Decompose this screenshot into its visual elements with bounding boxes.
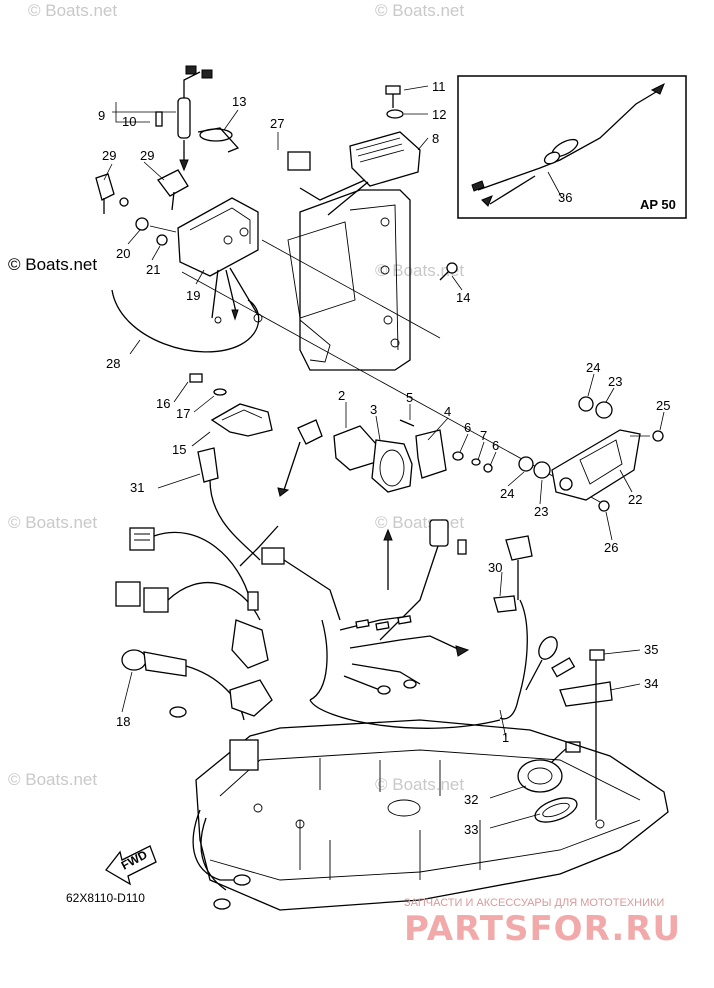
- watermark: © Boats.net: [375, 1, 464, 20]
- callout-3: 3: [370, 402, 377, 417]
- watermark: © Boats.net: [375, 513, 464, 532]
- callout-33: 33: [464, 822, 478, 837]
- callout-7: 7: [480, 428, 487, 443]
- callout-32: 32: [464, 792, 478, 807]
- callout-21: 21: [146, 262, 160, 277]
- watermark: © Boats.net: [8, 770, 97, 789]
- screws-top: [385, 85, 458, 281]
- callout-11: 11: [432, 79, 446, 94]
- callout-1: 1: [502, 730, 509, 745]
- cdi-unit: [177, 197, 263, 324]
- right-harness: [493, 535, 613, 823]
- callout-14: 14: [456, 290, 470, 305]
- callout-19: 19: [186, 288, 200, 303]
- watermark-dark: © Boats.net: [8, 255, 97, 274]
- callout-12: 12: [432, 107, 446, 122]
- callout-27: 27: [270, 116, 284, 131]
- callout-17: 17: [176, 406, 190, 421]
- callout-15: 15: [172, 442, 186, 457]
- leader-lines: [103, 85, 665, 829]
- callout-28: 28: [106, 356, 120, 371]
- wire-harness: [115, 447, 501, 729]
- watermark: © Boats.net: [28, 1, 117, 20]
- bottom-cowling: [192, 719, 669, 911]
- callout-6-lower: 6: [492, 438, 499, 453]
- callout-5: 5: [406, 390, 413, 405]
- starter-switch: [277, 419, 493, 497]
- callout-23-lower: 23: [534, 504, 548, 519]
- callout-35: 35: [644, 642, 658, 657]
- inset-box: AP 50: [457, 75, 687, 219]
- callout-24-upper: 24: [586, 360, 600, 375]
- rectifier-regulator: [287, 131, 421, 216]
- callout-16: 16: [156, 396, 170, 411]
- fwd-arrow: FWD: [105, 845, 157, 886]
- callout-13: 13: [232, 94, 246, 109]
- coil-parts: [95, 65, 260, 353]
- callout-22: 22: [628, 492, 642, 507]
- brand-name: PARTSFOR.RU: [404, 909, 681, 949]
- callout-9: 9: [98, 108, 105, 123]
- inset-label: AP 50: [640, 197, 676, 212]
- brand-tagline: ЗАПЧАСТИ И АКСЕССУАРЫ ДЛЯ МОТОТЕХНИКИ: [404, 897, 664, 909]
- callout-4: 4: [444, 404, 451, 419]
- callout-2: 2: [338, 388, 345, 403]
- callout-34: 34: [644, 676, 658, 691]
- callout-20: 20: [116, 246, 130, 261]
- callout-23-upper: 23: [608, 374, 622, 389]
- watermark-layer: © Boats.net © Boats.net © Boats.net © Bo…: [8, 1, 464, 794]
- callout-29-left: 29: [102, 148, 116, 163]
- clamp: [189, 373, 273, 437]
- watermark: © Boats.net: [375, 775, 464, 794]
- watermark: © Boats.net: [8, 513, 97, 532]
- diagram-code: 62X8110-D110: [66, 891, 145, 905]
- callout-18: 18: [116, 714, 130, 729]
- callout-25: 25: [656, 398, 670, 413]
- callout-8: 8: [432, 131, 439, 146]
- callout-36: 36: [558, 190, 572, 205]
- callout-labels: 9 10 13 27 11 12 8 29 29 20 21 19 14 28 …: [98, 79, 670, 837]
- callout-29-right: 29: [140, 148, 154, 163]
- callout-6-upper: 6: [464, 420, 471, 435]
- mount-bracket: [518, 396, 664, 512]
- callout-10: 10: [122, 114, 136, 129]
- watermark: © Boats.net: [375, 261, 464, 280]
- callout-24-lower: 24: [500, 486, 514, 501]
- callout-30: 30: [488, 560, 502, 575]
- callout-31: 31: [130, 480, 144, 495]
- callout-26: 26: [604, 540, 618, 555]
